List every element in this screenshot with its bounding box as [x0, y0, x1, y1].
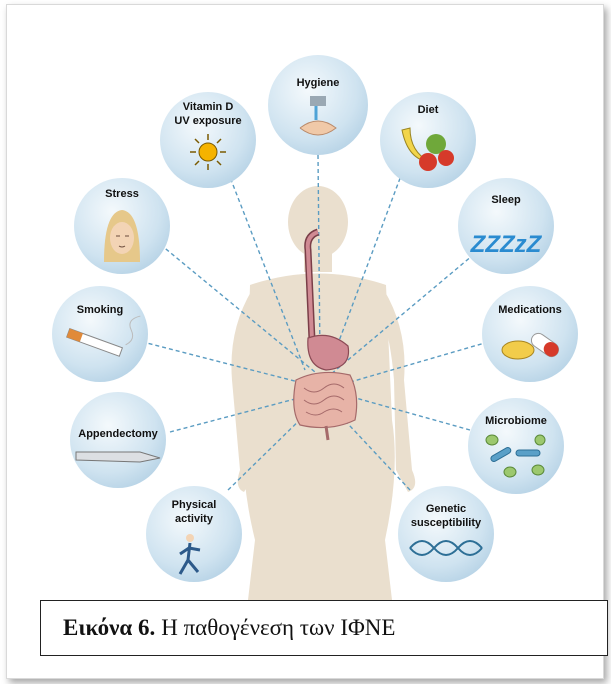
- microbiome-label: Microbiome: [485, 415, 547, 427]
- factor-microbiome: Microbiome: [468, 398, 564, 494]
- factor-vitamin-d: Vitamin D UV exposure: [160, 92, 256, 188]
- appendectomy-label: Appendectomy: [78, 428, 158, 440]
- genetic-label-line2: susceptibility: [411, 517, 482, 529]
- stress-label: Stress: [105, 188, 139, 200]
- factor-medications: Medications: [482, 286, 578, 382]
- hygiene-label: Hygiene: [297, 77, 340, 89]
- factor-smoking: Smoking: [52, 286, 148, 382]
- factor-stress: Stress: [74, 178, 170, 274]
- vitamin-d-label-line2: UV exposure: [174, 115, 241, 127]
- medications-label: Medications: [498, 304, 562, 316]
- caption-label: Εικόνα 6.: [63, 615, 155, 641]
- factor-physical-activity: Physical activity: [146, 486, 242, 582]
- physical-label-line2: activity: [175, 513, 214, 525]
- smoking-label: Smoking: [77, 304, 123, 316]
- sun-icon: [190, 134, 226, 170]
- sleep-label: Sleep: [491, 194, 521, 206]
- factor-appendectomy: Appendectomy: [70, 392, 166, 488]
- factor-genetic-susceptibility: Genetic susceptibility: [398, 486, 494, 582]
- factor-hygiene: Hygiene: [268, 55, 368, 155]
- vitamin-d-label-line1: Vitamin D: [183, 101, 234, 113]
- sleep-zzz-icon: ZZZzZ: [470, 231, 543, 258]
- genetic-label-line1: Genetic: [426, 503, 466, 515]
- factor-diet: Diet: [380, 92, 476, 188]
- factor-sleep: Sleep ZZZzZ: [458, 178, 554, 274]
- physical-label-line1: Physical: [172, 499, 217, 511]
- figure-caption: Εικόνα 6. Η παθογένεση των ΙΦΝΕ: [40, 600, 608, 656]
- caption-text: Η παθογένεση των ΙΦΝΕ: [161, 615, 395, 641]
- diet-label: Diet: [418, 104, 439, 116]
